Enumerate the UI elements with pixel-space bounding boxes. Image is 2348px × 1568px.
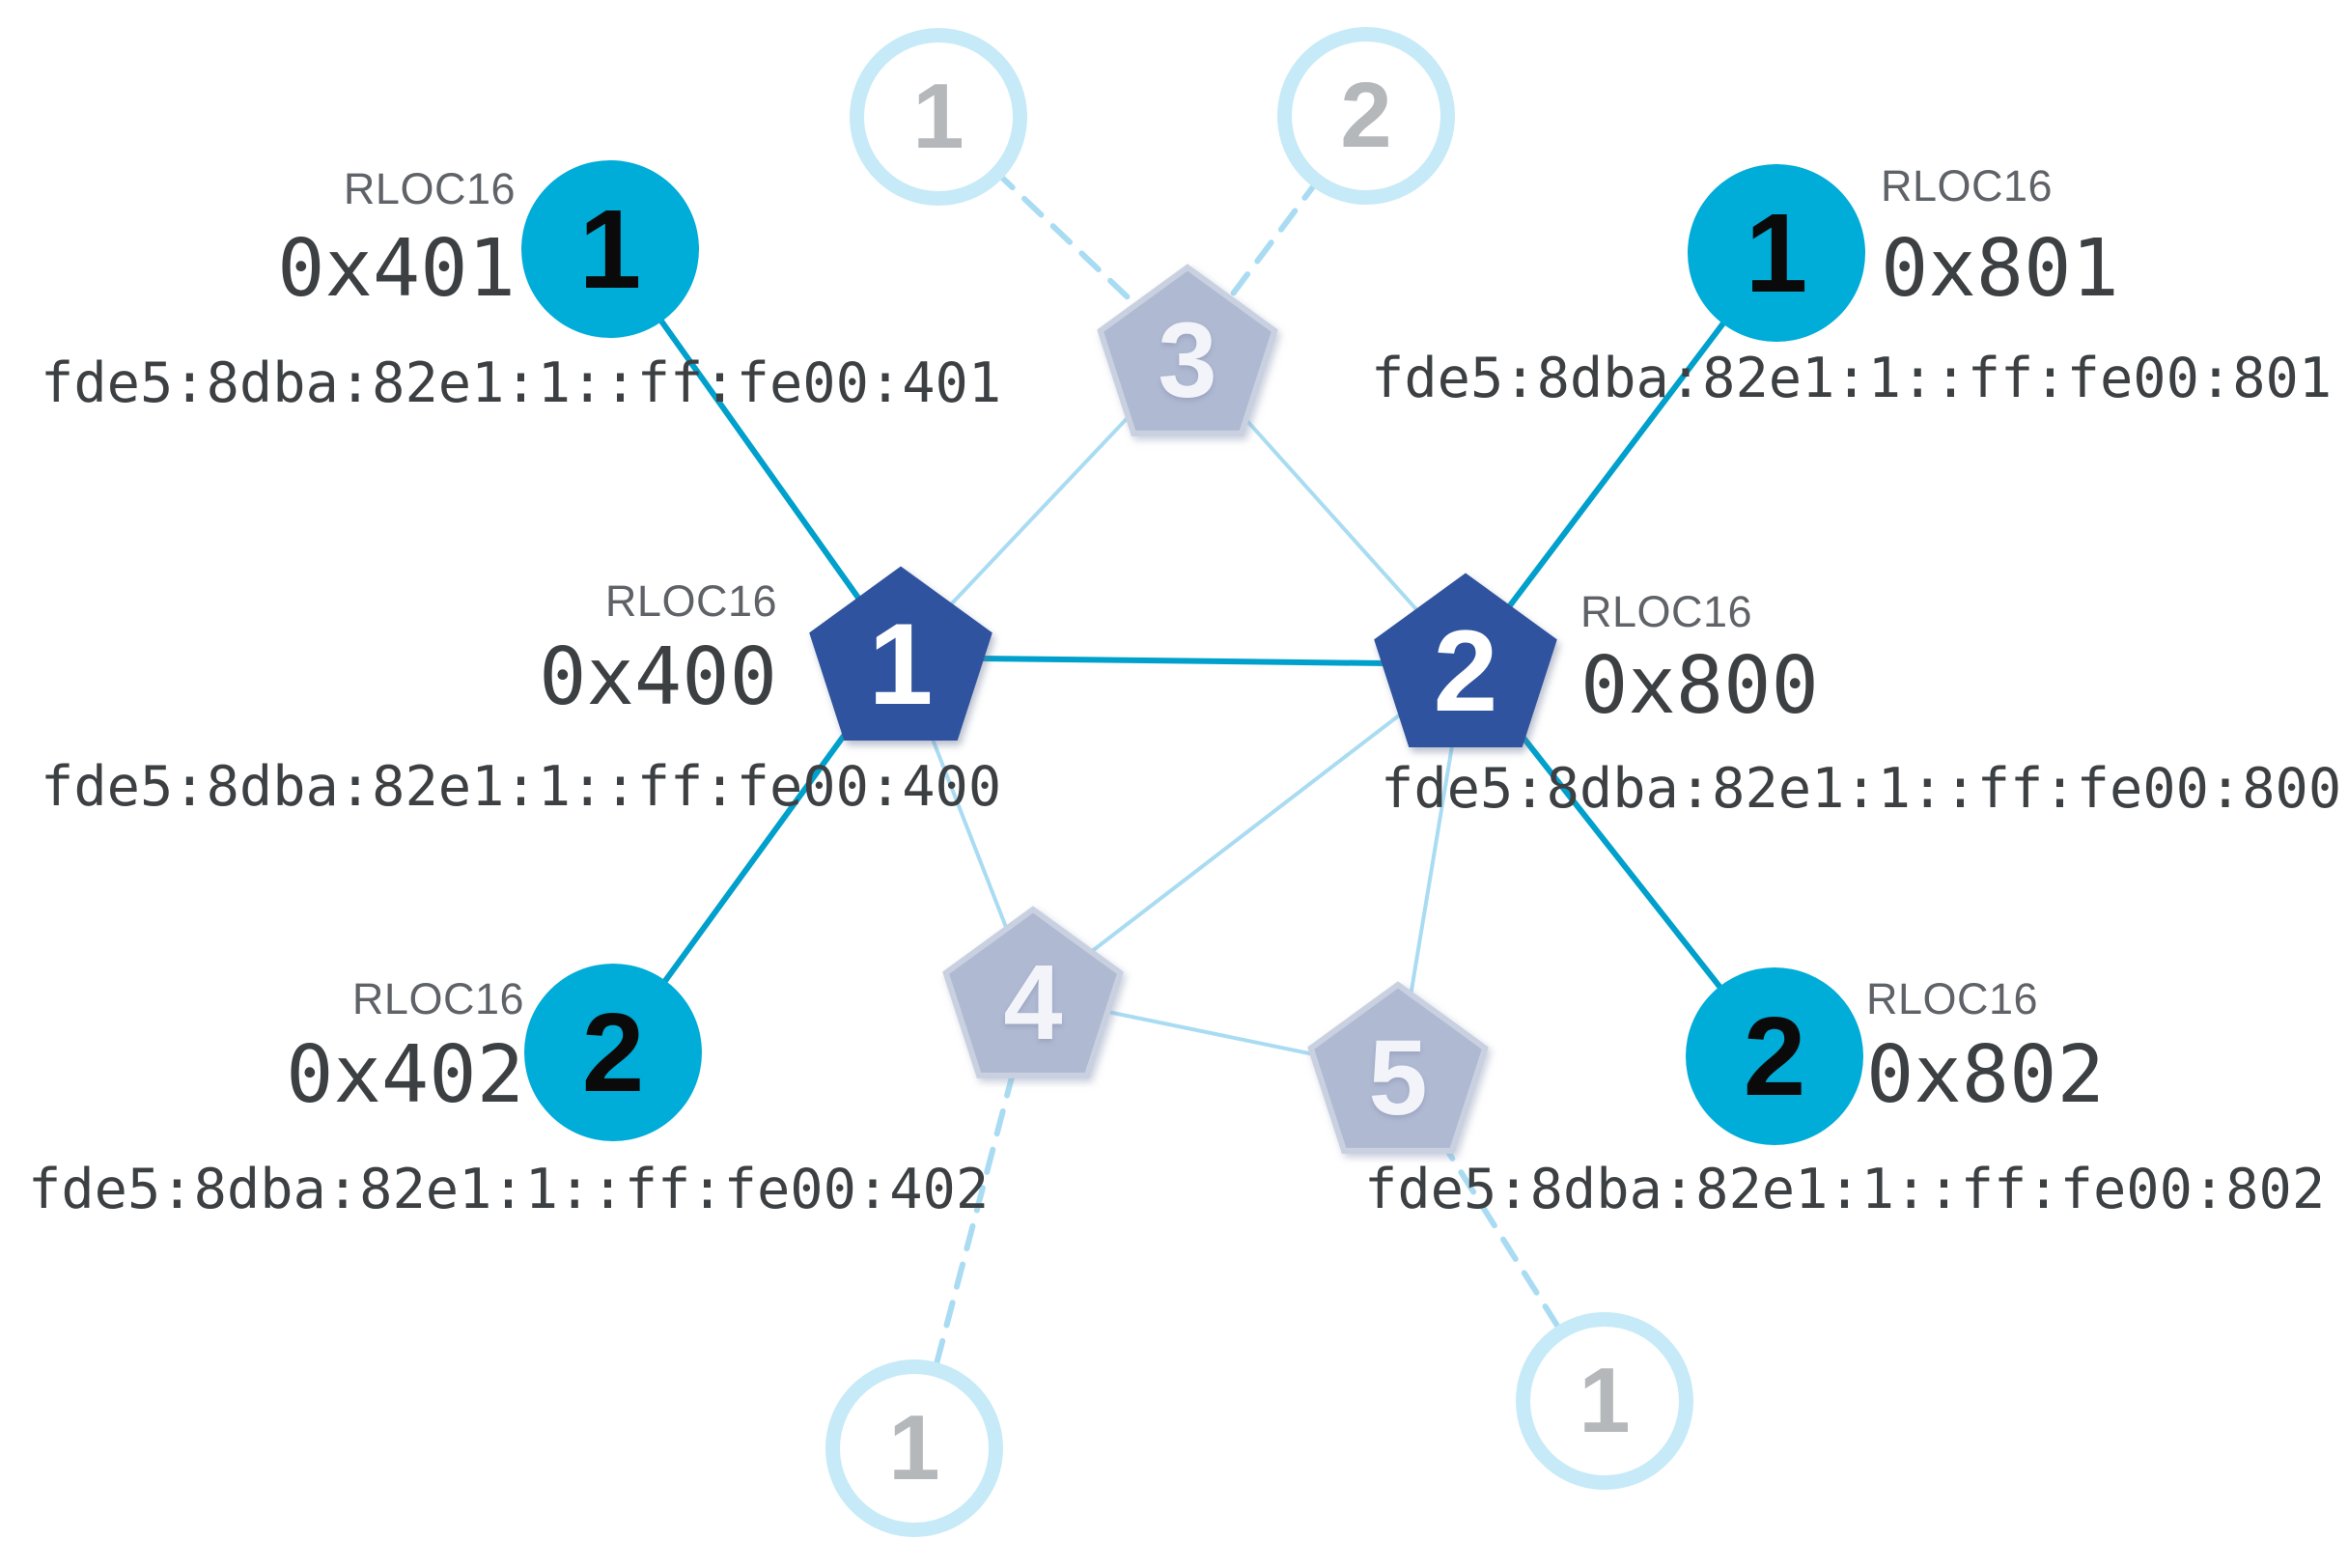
faded-child-node-bottom-left: 1 xyxy=(825,1359,1003,1537)
rloc16-value-child801: 0x801 xyxy=(1881,223,2119,315)
ipv6-address-child401: fde5:8dba:82e1:1::ff:fe00:401 xyxy=(41,351,1002,415)
node-number: 1 xyxy=(1579,1349,1631,1452)
rloc16-value-child402: 0x402 xyxy=(286,1029,524,1121)
node-number: 2 xyxy=(1433,606,1498,736)
node-number: 3 xyxy=(1158,301,1217,420)
node-number: 5 xyxy=(1368,1019,1428,1137)
pentagon-shape xyxy=(809,566,992,741)
rloc16-value-child401: 0x401 xyxy=(277,223,516,315)
faded-child-node-bottom-right: 1 xyxy=(1516,1312,1693,1490)
node-number: 1 xyxy=(1745,190,1808,316)
rloc16-label-child801: RLOC16 xyxy=(1881,161,2054,210)
child-node-802: 2 xyxy=(1686,967,1863,1145)
node-number: 2 xyxy=(1743,994,1806,1119)
rloc16-value-router1: 0x400 xyxy=(539,631,777,723)
ipv6-address-router2: fde5:8dba:82e1:1::ff:fe00:800 xyxy=(1381,757,2342,821)
rloc16-value-child802: 0x802 xyxy=(1866,1029,2105,1121)
node-number: 1 xyxy=(868,600,934,729)
ipv6-address-child802: fde5:8dba:82e1:1::ff:fe00:802 xyxy=(1364,1158,2326,1221)
rloc16-label-child402: RLOC16 xyxy=(351,974,524,1023)
pentagon-shape xyxy=(1307,981,1489,1154)
node-number: 4 xyxy=(1003,943,1063,1062)
node-number: 1 xyxy=(912,65,964,168)
child-node-402: 2 xyxy=(524,964,702,1141)
pentagon-shape xyxy=(1097,264,1278,436)
faded-router-node-5: 5 xyxy=(1301,975,1495,1168)
ipv6-address-router1: fde5:8dba:82e1:1::ff:fe00:400 xyxy=(41,755,1002,819)
link-router4-router2 xyxy=(1031,662,1468,998)
child-node-801: 1 xyxy=(1688,164,1865,342)
node-number: 2 xyxy=(581,990,645,1115)
faded-router-node-4: 4 xyxy=(936,900,1130,1093)
faded-child-node-top-1: 1 xyxy=(850,28,1027,206)
child-node-401: 1 xyxy=(521,160,699,338)
router-node-1: 1 xyxy=(799,556,1002,759)
faded-child-node-top-2: 2 xyxy=(1277,27,1455,205)
rloc16-label-child802: RLOC16 xyxy=(1866,974,2039,1023)
link-router1-router2 xyxy=(900,655,1467,667)
faded-router-node-3: 3 xyxy=(1091,258,1284,451)
rloc16-label-router1: RLOC16 xyxy=(604,576,777,626)
node-number: 1 xyxy=(578,186,642,312)
ipv6-address-child801: fde5:8dba:82e1:1::ff:fe00:801 xyxy=(1371,347,2333,410)
rloc16-value-router2: 0x800 xyxy=(1580,640,1819,732)
ipv6-address-child402: fde5:8dba:82e1:1::ff:fe00:402 xyxy=(28,1158,990,1221)
rloc16-label-child401: RLOC16 xyxy=(343,164,516,213)
pentagon-shape xyxy=(942,906,1124,1078)
node-number: 1 xyxy=(888,1396,940,1499)
rloc16-label-router2: RLOC16 xyxy=(1580,587,1753,636)
router-node-2: 2 xyxy=(1364,563,1567,766)
node-number: 2 xyxy=(1340,64,1392,167)
pentagon-shape xyxy=(1374,573,1557,747)
